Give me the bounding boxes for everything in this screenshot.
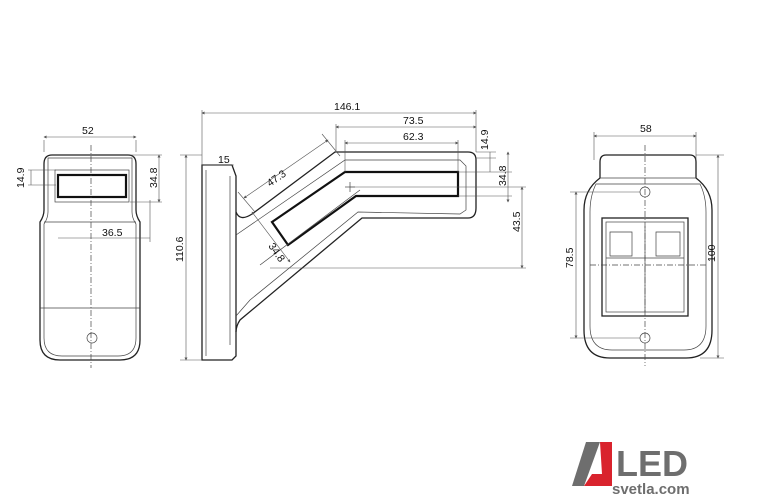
rear-width-label: 58 — [640, 123, 652, 135]
side-overall-height-label: 110.6 — [174, 236, 186, 262]
front-view: 52 14.9 34.8 36.5 — [15, 125, 162, 368]
front-lens-width-label: 36.5 — [102, 227, 123, 239]
side-angled-length-label: 47.3 — [265, 168, 289, 190]
front-top-height-label: 14.9 — [15, 167, 27, 188]
side-overall-length-label: 146.1 — [334, 101, 360, 113]
front-body-outline — [39, 154, 141, 361]
rear-view: 58 78.5 100 — [564, 123, 724, 366]
rear-hole-spacing-label: 78.5 — [564, 247, 576, 268]
logo-brand: LED — [616, 443, 688, 484]
side-lens-length-label: 62.3 — [403, 131, 424, 143]
side-base-outline — [201, 164, 237, 361]
front-lens — [56, 173, 128, 199]
front-width-label: 52 — [82, 125, 94, 137]
rear-plate-outline — [583, 154, 713, 359]
logo-slash-icon — [572, 442, 600, 486]
side-arm-outline — [235, 151, 477, 333]
side-lens-offset-label: 43.5 — [511, 211, 523, 232]
logo-domain: svetla.com — [612, 481, 690, 498]
side-lens — [270, 170, 460, 247]
side-lens-height-label: 34.8 — [497, 165, 509, 186]
led-svetla-logo: LED svetla.com — [572, 442, 690, 498]
rear-overall-height-label: 100 — [706, 244, 718, 262]
side-lens-top-label: 14.9 — [479, 129, 491, 150]
side-angled-width-label: 34.8 — [266, 241, 288, 265]
side-base-thickness-label: 15 — [218, 154, 230, 166]
side-view: 146.1 73.5 62.3 15 47.3 34.8 14.9 34.8 — [174, 101, 526, 361]
side-arm-length-label: 73.5 — [403, 115, 424, 127]
front-mount-hole — [86, 332, 98, 344]
front-lens-height-label: 34.8 — [148, 167, 160, 188]
